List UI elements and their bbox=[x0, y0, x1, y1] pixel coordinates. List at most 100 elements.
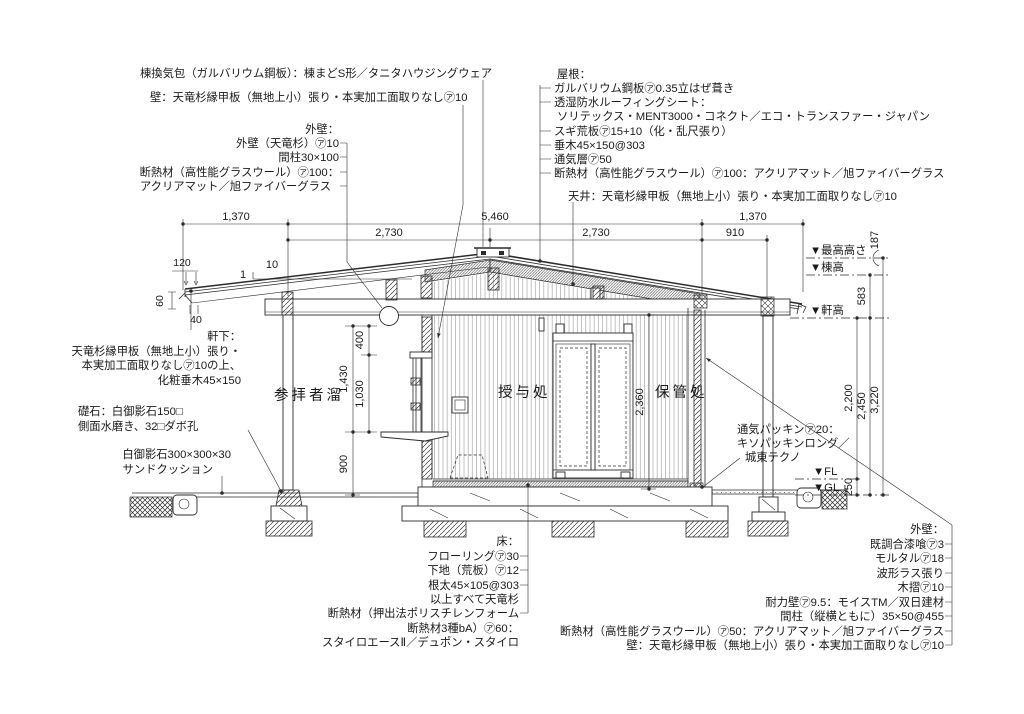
note-gable-wall-1: 外壁（天竜杉）㋐10 bbox=[236, 136, 339, 150]
ground bbox=[129, 487, 848, 518]
note-extwall-4: 木摺㋐10 bbox=[898, 580, 944, 594]
dim-1370-right: 1,370 bbox=[739, 211, 767, 223]
ground-hatch-right bbox=[821, 489, 848, 510]
wall-top-purlin bbox=[693, 294, 708, 309]
dim-583: 583 bbox=[856, 287, 868, 305]
storage-cabinet bbox=[552, 323, 634, 479]
level-eave-height: ▼軒高 bbox=[810, 303, 844, 317]
window-rail bbox=[410, 402, 421, 411]
left-wall-stud bbox=[421, 316, 433, 353]
rafter-block bbox=[385, 279, 398, 301]
note-extwall-8: 壁：天竜杉縁甲板（無地上小）張り・本実加工面取りなし㋐10 bbox=[626, 638, 944, 652]
note-ridge-vent: 棟換気包（ガルバリウム鋼板）：棟まどS形／タニタハウジングウェア bbox=[140, 66, 492, 80]
note-gable-wall-2: 間柱30×100 bbox=[278, 150, 339, 164]
note-packing-2: キソパッキンロング／ bbox=[737, 436, 850, 450]
note-roof-5: 垂木45×150@303 bbox=[554, 139, 645, 152]
rafter-block bbox=[420, 275, 433, 299]
dim-900: 900 bbox=[338, 455, 350, 473]
dim-1030: 1,030 bbox=[354, 380, 366, 408]
hanging-rod bbox=[538, 317, 545, 332]
note-roof-header: 屋根： bbox=[557, 67, 591, 81]
footing bbox=[423, 520, 467, 538]
note-paving-1: 白御影石300×300×30 bbox=[122, 447, 231, 461]
purlin-left-post bbox=[281, 291, 294, 316]
leader-lines bbox=[189, 80, 953, 646]
drain-right bbox=[796, 487, 822, 509]
note-floor-7: スタイロエースⅡ／デュポン・スタイロ bbox=[322, 635, 519, 649]
level-marks: ▼最高高さ ▼棟高 ▼軒高 ▼FL ▼GL bbox=[790, 243, 890, 496]
room-label-hokan: 保管処 bbox=[655, 384, 708, 401]
note-eaves-header: 軒下： bbox=[207, 330, 241, 343]
note-roof-2: 透湿防水ルーフィングシート： bbox=[554, 95, 711, 109]
note-extwall-5: 耐力壁㋐9.5：モイスTM／双日建材 bbox=[765, 595, 944, 609]
annotations: 棟換気包（ガルバリウム鋼板）：棟まどS形／タニタハウジングウェア 壁：天竜杉縁甲… bbox=[72, 66, 945, 652]
dim-5460: 5,460 bbox=[481, 211, 509, 223]
foundation-slab-lower bbox=[401, 505, 729, 522]
note-extwall-7: 断熱材（高性能グラスウール）㋐50：アクリアマット／旭ファイバーグラス bbox=[560, 624, 944, 638]
dim-3220: 3,220 bbox=[869, 386, 881, 414]
dim-40: 40 bbox=[190, 314, 202, 326]
drain-left bbox=[172, 494, 198, 516]
note-roof-3: ソリテックス・MENT3000・コネクト／エコ・トランスファー・ジャパン bbox=[557, 110, 930, 123]
dimensions: 1,370 5,460 1,370 2,730 2,730 910 10 1 1… bbox=[154, 211, 885, 497]
note-floor-2: 下地（荒板）㋐12 bbox=[427, 563, 519, 577]
paving-band bbox=[198, 493, 418, 498]
interior-window bbox=[451, 396, 469, 414]
note-base-stone-1: 礎石：白御影石150□ bbox=[78, 404, 183, 418]
dim-2730-right: 2,730 bbox=[582, 227, 610, 239]
note-eaves-2: 本実加工面取りなし㋐10の上、 bbox=[82, 358, 241, 372]
window-rail bbox=[410, 377, 421, 386]
note-eaves-1: 天竜杉縁甲板（無地上小）張り・ bbox=[72, 344, 241, 358]
note-roof-1: ガルバリウム鋼板㋐0.35立はぜ葺き bbox=[554, 81, 734, 95]
note-roof-7: 断熱材（高性能グラスウール）㋐100：アクリアマット／旭ファイバーグラス bbox=[554, 166, 944, 180]
dim-120: 120 bbox=[173, 257, 191, 269]
footing bbox=[685, 520, 729, 538]
note-ceiling: 天井：天竜杉縁甲板（無地上小）張り・本実加工面取りなし㋐10 bbox=[568, 189, 897, 203]
dim-2450: 2,450 bbox=[856, 392, 868, 420]
counter-window-glazing bbox=[412, 358, 422, 432]
footing bbox=[551, 520, 595, 538]
offering-counter bbox=[380, 431, 449, 442]
note-floor-3: 根太45×105@303 bbox=[428, 578, 519, 592]
dim-2360: 2,360 bbox=[634, 388, 646, 416]
level-fl: ▼FL bbox=[813, 466, 837, 478]
level-ridge-height: ▼棟高 bbox=[810, 260, 844, 274]
note-paving-2: サンドクッション bbox=[123, 463, 213, 476]
walls-and-posts bbox=[282, 306, 774, 500]
level-max-height: ▼最高高さ bbox=[810, 243, 866, 257]
slope-run: 10 bbox=[266, 259, 278, 271]
right-footing bbox=[747, 520, 789, 537]
note-extwall-header: 外壁： bbox=[910, 522, 944, 536]
note-extwall-6: 間柱（縦横ともに）35×50@455 bbox=[780, 609, 944, 623]
note-extwall-1: 既調合漆喰㋐3 bbox=[870, 537, 944, 551]
note-floor-1: フローリング㋐30 bbox=[427, 549, 519, 563]
slope-rise: 1 bbox=[240, 269, 246, 281]
room-label-juyo: 授与処 bbox=[498, 384, 551, 401]
dim-60: 60 bbox=[154, 295, 166, 307]
eave-soffit-left bbox=[191, 266, 489, 304]
gravel-band-right bbox=[712, 490, 795, 495]
note-extwall-3: 波形ラス張り bbox=[876, 567, 944, 580]
purlin-right-post bbox=[760, 296, 775, 317]
dim-400: 400 bbox=[354, 331, 366, 349]
floor-assembly bbox=[432, 480, 689, 488]
roof-surface-left bbox=[184, 252, 491, 290]
roof-surface-right bbox=[489, 252, 803, 305]
dim-910: 910 bbox=[726, 227, 744, 239]
ridge-vent bbox=[474, 247, 511, 258]
ridge-purlin bbox=[487, 267, 500, 291]
ground-hatch-left bbox=[129, 496, 173, 518]
dim-1430: 1,430 bbox=[338, 365, 350, 393]
note-floor-6: 断熱材3種bA）㋐60： bbox=[407, 621, 519, 635]
eave-beam-band bbox=[264, 298, 791, 316]
note-eaves-3: 化粧垂木45×150 bbox=[158, 373, 241, 387]
note-interior-wall: 壁：天竜杉縁甲板（無地上小）張り・本実加工面取りなし㋐10 bbox=[150, 90, 468, 104]
level-gl: ▼GL bbox=[813, 482, 839, 494]
note-base-stone-2: 側面水磨き、32□ダボ孔 bbox=[78, 419, 198, 433]
dim-1370-left: 1,370 bbox=[222, 211, 250, 223]
note-gable-wall-3: 断熱材（高性能グラスウール）㋐100： bbox=[140, 165, 339, 179]
room-label-porch: 参拝者溜 bbox=[274, 387, 344, 404]
note-packing-1: 通気パッキン㋐20： bbox=[737, 422, 840, 436]
dim-2200: 2,200 bbox=[843, 384, 855, 412]
